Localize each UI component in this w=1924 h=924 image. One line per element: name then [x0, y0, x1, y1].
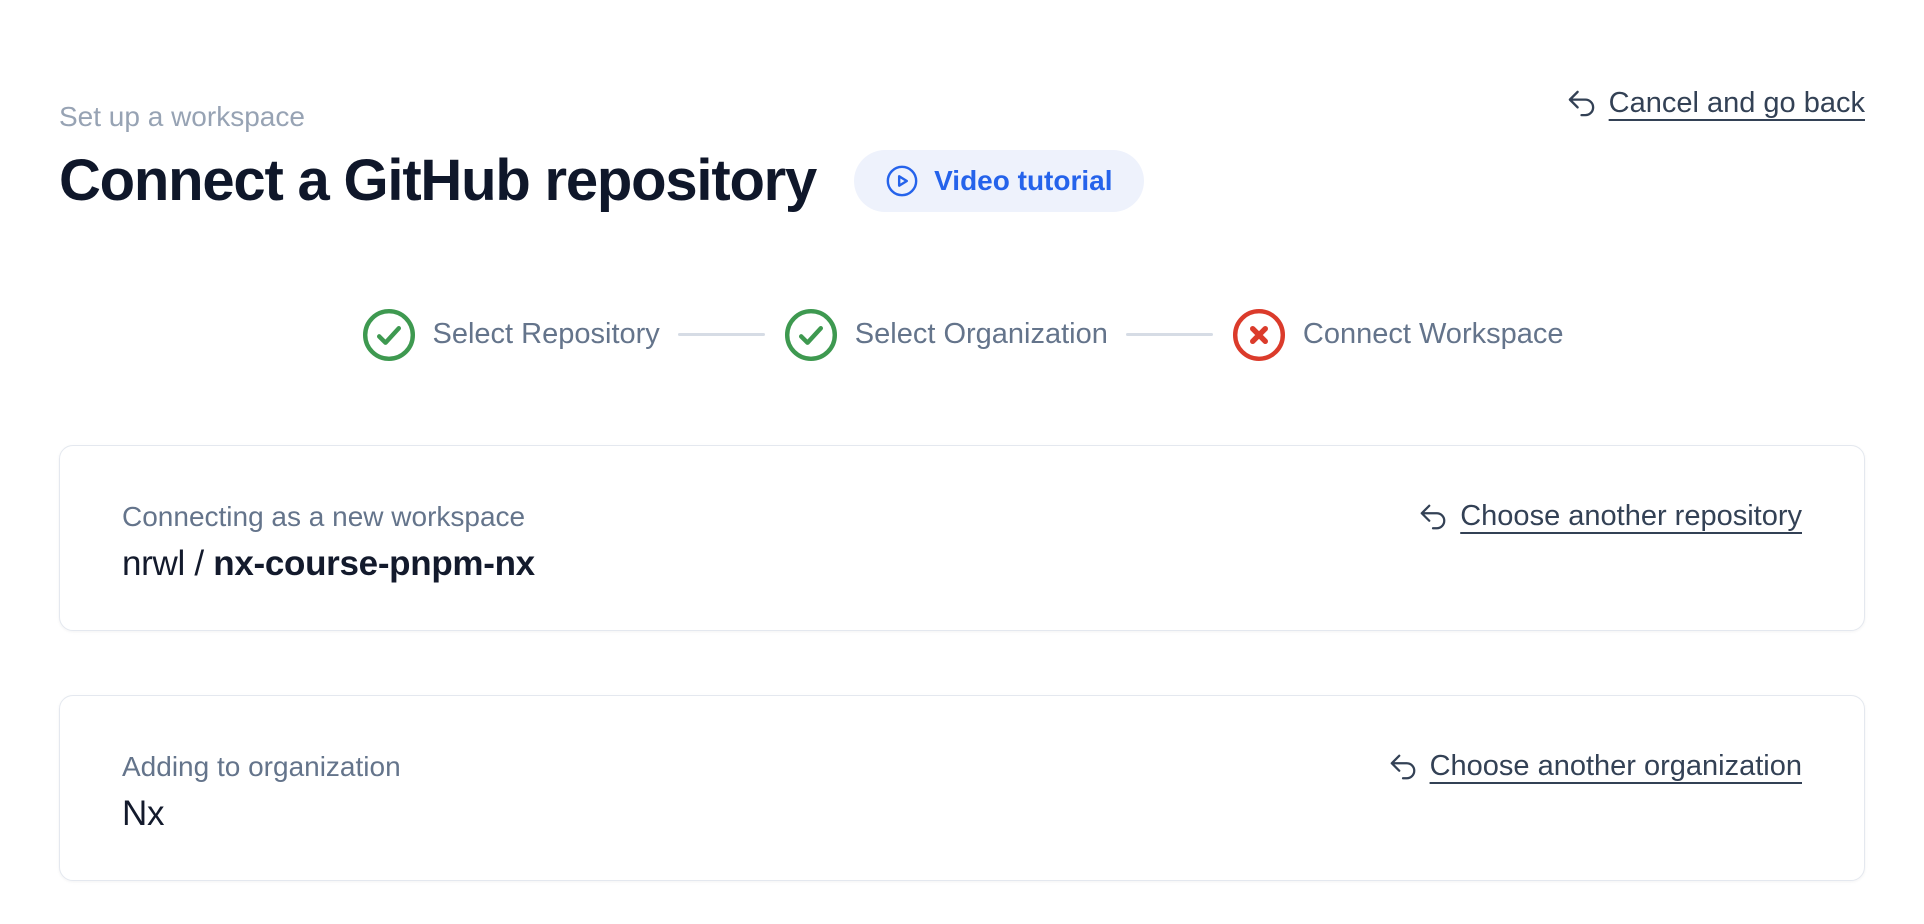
undo-arrow-icon [1420, 504, 1446, 529]
choose-repository-label: Choose another repository [1460, 500, 1802, 533]
x-circle-icon [1231, 307, 1287, 363]
step-label: Connect Workspace [1302, 318, 1564, 351]
stepper-connector [1125, 333, 1213, 337]
repository-card-info: Connecting as a new workspace nrwl / nx-… [122, 500, 535, 585]
choose-another-repository-link[interactable]: Choose another repository [1418, 502, 1802, 532]
organization-card-info: Adding to organization Nx [122, 750, 401, 835]
step-label: Select Repository [432, 318, 660, 351]
step-select-organization: Select Organization [783, 307, 1108, 363]
heading-row: Connect a GitHub repository Video tutori… [59, 147, 1865, 213]
undo-arrow-icon [1390, 754, 1415, 779]
choose-another-organization-link[interactable]: Choose another organization [1388, 752, 1802, 782]
check-circle-icon [361, 307, 417, 363]
stepper: Select Repository Select Organization Co… [59, 307, 1865, 363]
stepper-connector [677, 333, 765, 337]
cancel-link-label: Cancel and go back [1608, 87, 1865, 119]
step-label: Select Organization [854, 318, 1108, 351]
organization-name: Nx [122, 794, 165, 834]
cancel-and-go-back-link[interactable]: Cancel and go back [1566, 88, 1865, 119]
connect-github-page: Cancel and go back Set up a workspace Co… [59, 0, 1865, 881]
repository-name: nrwl / nx-course-pnpm-nx [122, 544, 535, 584]
step-connect-workspace: Connect Workspace [1231, 307, 1564, 363]
check-circle-icon [783, 307, 839, 363]
video-tutorial-label: Video tutorial [934, 164, 1113, 196]
page-title: Connect a GitHub repository [59, 147, 817, 213]
repository-repo: nx-course-pnpm-nx [213, 544, 535, 584]
repository-owner: nrwl / [122, 544, 214, 584]
organization-card-label: Adding to organization [122, 750, 401, 782]
organization-card: Adding to organization Nx Choose another… [59, 694, 1865, 881]
repository-card-label: Connecting as a new workspace [122, 500, 526, 532]
choose-organization-label: Choose another organization [1429, 750, 1802, 783]
breadcrumb: Set up a workspace [59, 101, 305, 132]
video-tutorial-button[interactable]: Video tutorial [854, 149, 1144, 212]
step-select-repository: Select Repository [361, 307, 660, 363]
repository-card: Connecting as a new workspace nrwl / nx-… [59, 444, 1865, 631]
undo-arrow-icon [1568, 90, 1594, 117]
play-circle-icon [886, 165, 918, 197]
